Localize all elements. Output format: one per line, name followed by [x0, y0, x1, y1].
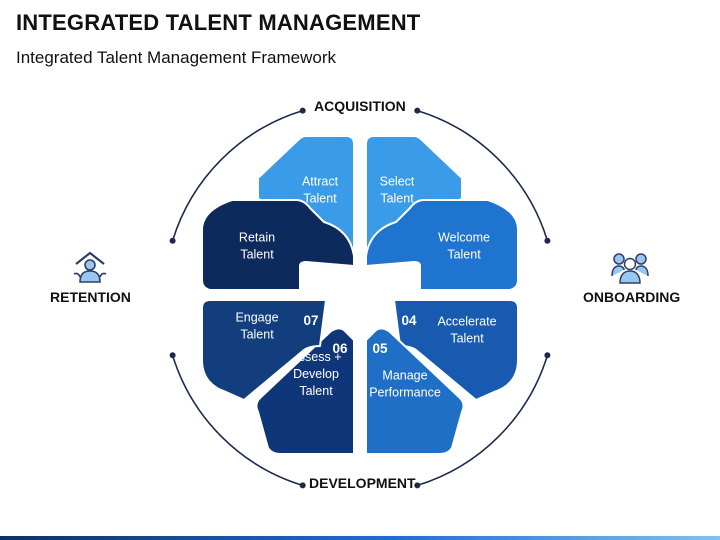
segment-shape: [365, 199, 519, 291]
stage-label-onboarding: ONBOARDING: [583, 289, 681, 305]
ring-dot: [299, 482, 306, 489]
ring-arc: [171, 355, 303, 487]
ring-arc: [417, 109, 549, 241]
segment-number: 03: [401, 271, 417, 286]
onboarding-team-icon: [611, 253, 649, 284]
segment-shape: [201, 299, 327, 401]
ring-dot: [544, 237, 551, 244]
ring-dot: [414, 482, 421, 489]
segment-number: 08: [303, 271, 319, 286]
ring-dot: [169, 352, 176, 359]
stage-label-retention: RETENTION: [50, 289, 131, 305]
segment-shape: [201, 199, 355, 291]
ring-dot: [299, 107, 306, 114]
page-subtitle: Integrated Talent Management Framework: [16, 48, 337, 67]
segment-number: 05: [372, 341, 388, 356]
segment-shape: [393, 299, 519, 401]
ring-arc: [417, 355, 549, 487]
stage-label-development: DEVELOPMENT: [309, 475, 416, 491]
segment-number: 04: [401, 313, 417, 328]
segment-number: 07: [303, 313, 318, 328]
ring-dot: [169, 237, 176, 244]
segment-shape: [255, 327, 355, 455]
bottom-accent-bar: [0, 536, 720, 540]
ring-arc: [171, 109, 303, 241]
ring-dot: [544, 352, 551, 359]
segment-number: 06: [332, 341, 348, 356]
ring-dot: [414, 107, 421, 114]
stage-label-acquisition: ACQUISITION: [314, 98, 406, 114]
segment-shape: [365, 327, 465, 455]
retention-icon: [73, 251, 107, 283]
page-title: INTEGRATED TALENT MANAGEMENT: [16, 10, 421, 35]
